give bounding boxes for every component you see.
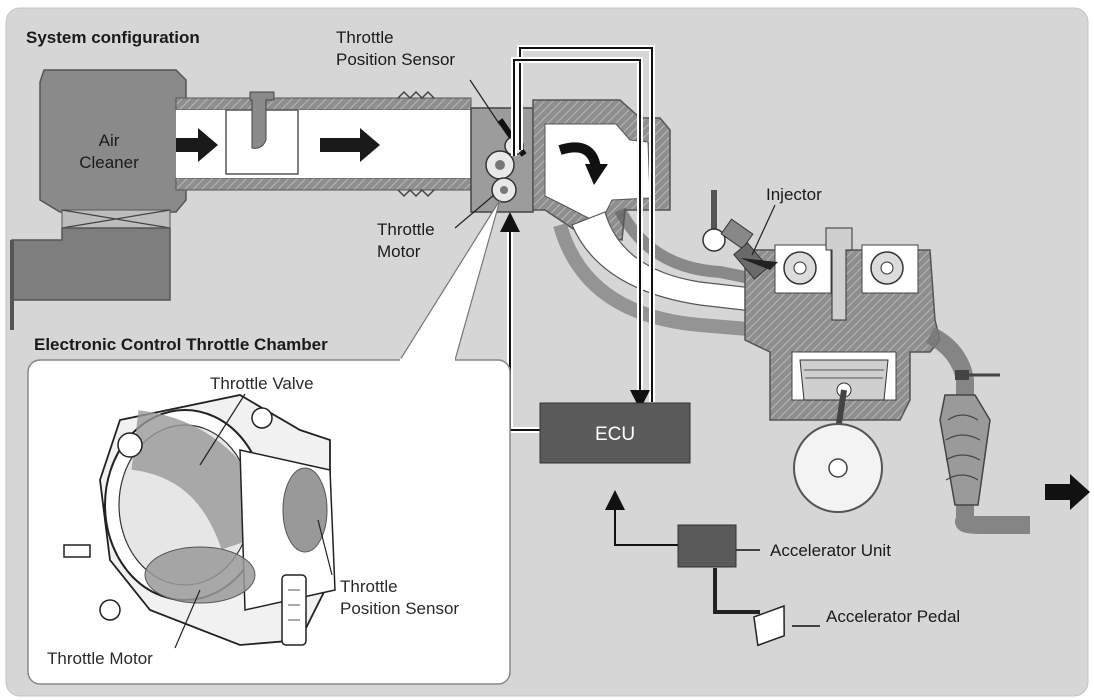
injector-label: Injector	[766, 185, 822, 204]
ecu-box	[539, 402, 691, 464]
airflow-turn-arrow-icon	[585, 164, 608, 185]
leader-throttle-motor	[174, 589, 201, 649]
air-cleaner	[10, 69, 187, 330]
air-cleaner-label-2: Cleaner	[79, 153, 139, 172]
leader-injector	[751, 204, 776, 256]
exhaust	[925, 326, 1090, 534]
inset-throttle-motor-label: Throttle Motor	[47, 649, 153, 668]
leader-tps	[469, 79, 501, 126]
accelerator-pedal-label: Accelerator Pedal	[826, 607, 960, 626]
airflow-arrow-icon	[176, 128, 218, 162]
ecu-label: ECU	[595, 424, 635, 445]
intake-manifold	[532, 99, 772, 337]
airflow-arrow-icon	[320, 128, 380, 162]
signal-wires	[500, 45, 820, 647]
inset-tps-label-1: Throttle	[340, 577, 398, 596]
exhaust-arrow-icon	[1045, 474, 1090, 510]
throttle-chamber	[470, 107, 534, 213]
throttle-body-illustration	[63, 394, 336, 646]
tps-label-1: Throttle	[336, 28, 394, 47]
leader-throttle-valve	[199, 393, 246, 466]
inset-title: Electronic Control Throttle Chamber	[34, 335, 328, 354]
inset-throttle-valve-label: Throttle Valve	[210, 374, 314, 393]
accelerator-unit-box	[677, 524, 737, 568]
throttle-motor-label-1: Throttle	[377, 220, 435, 239]
leader-throttle-motor-main	[454, 194, 495, 229]
throttle-motor-label-2: Motor	[377, 242, 421, 261]
air-cleaner-label-1: Air	[99, 131, 120, 150]
tps-label-2: Position Sensor	[336, 50, 455, 69]
leader-throttle-position-sensor	[317, 519, 333, 576]
engine-cylinder	[744, 227, 941, 513]
inset-tps-label-2: Position Sensor	[340, 599, 459, 618]
accelerator-unit-label: Accelerator Unit	[770, 541, 891, 560]
fuel-injector	[702, 190, 778, 280]
diagram-title: System configuration	[26, 28, 200, 47]
